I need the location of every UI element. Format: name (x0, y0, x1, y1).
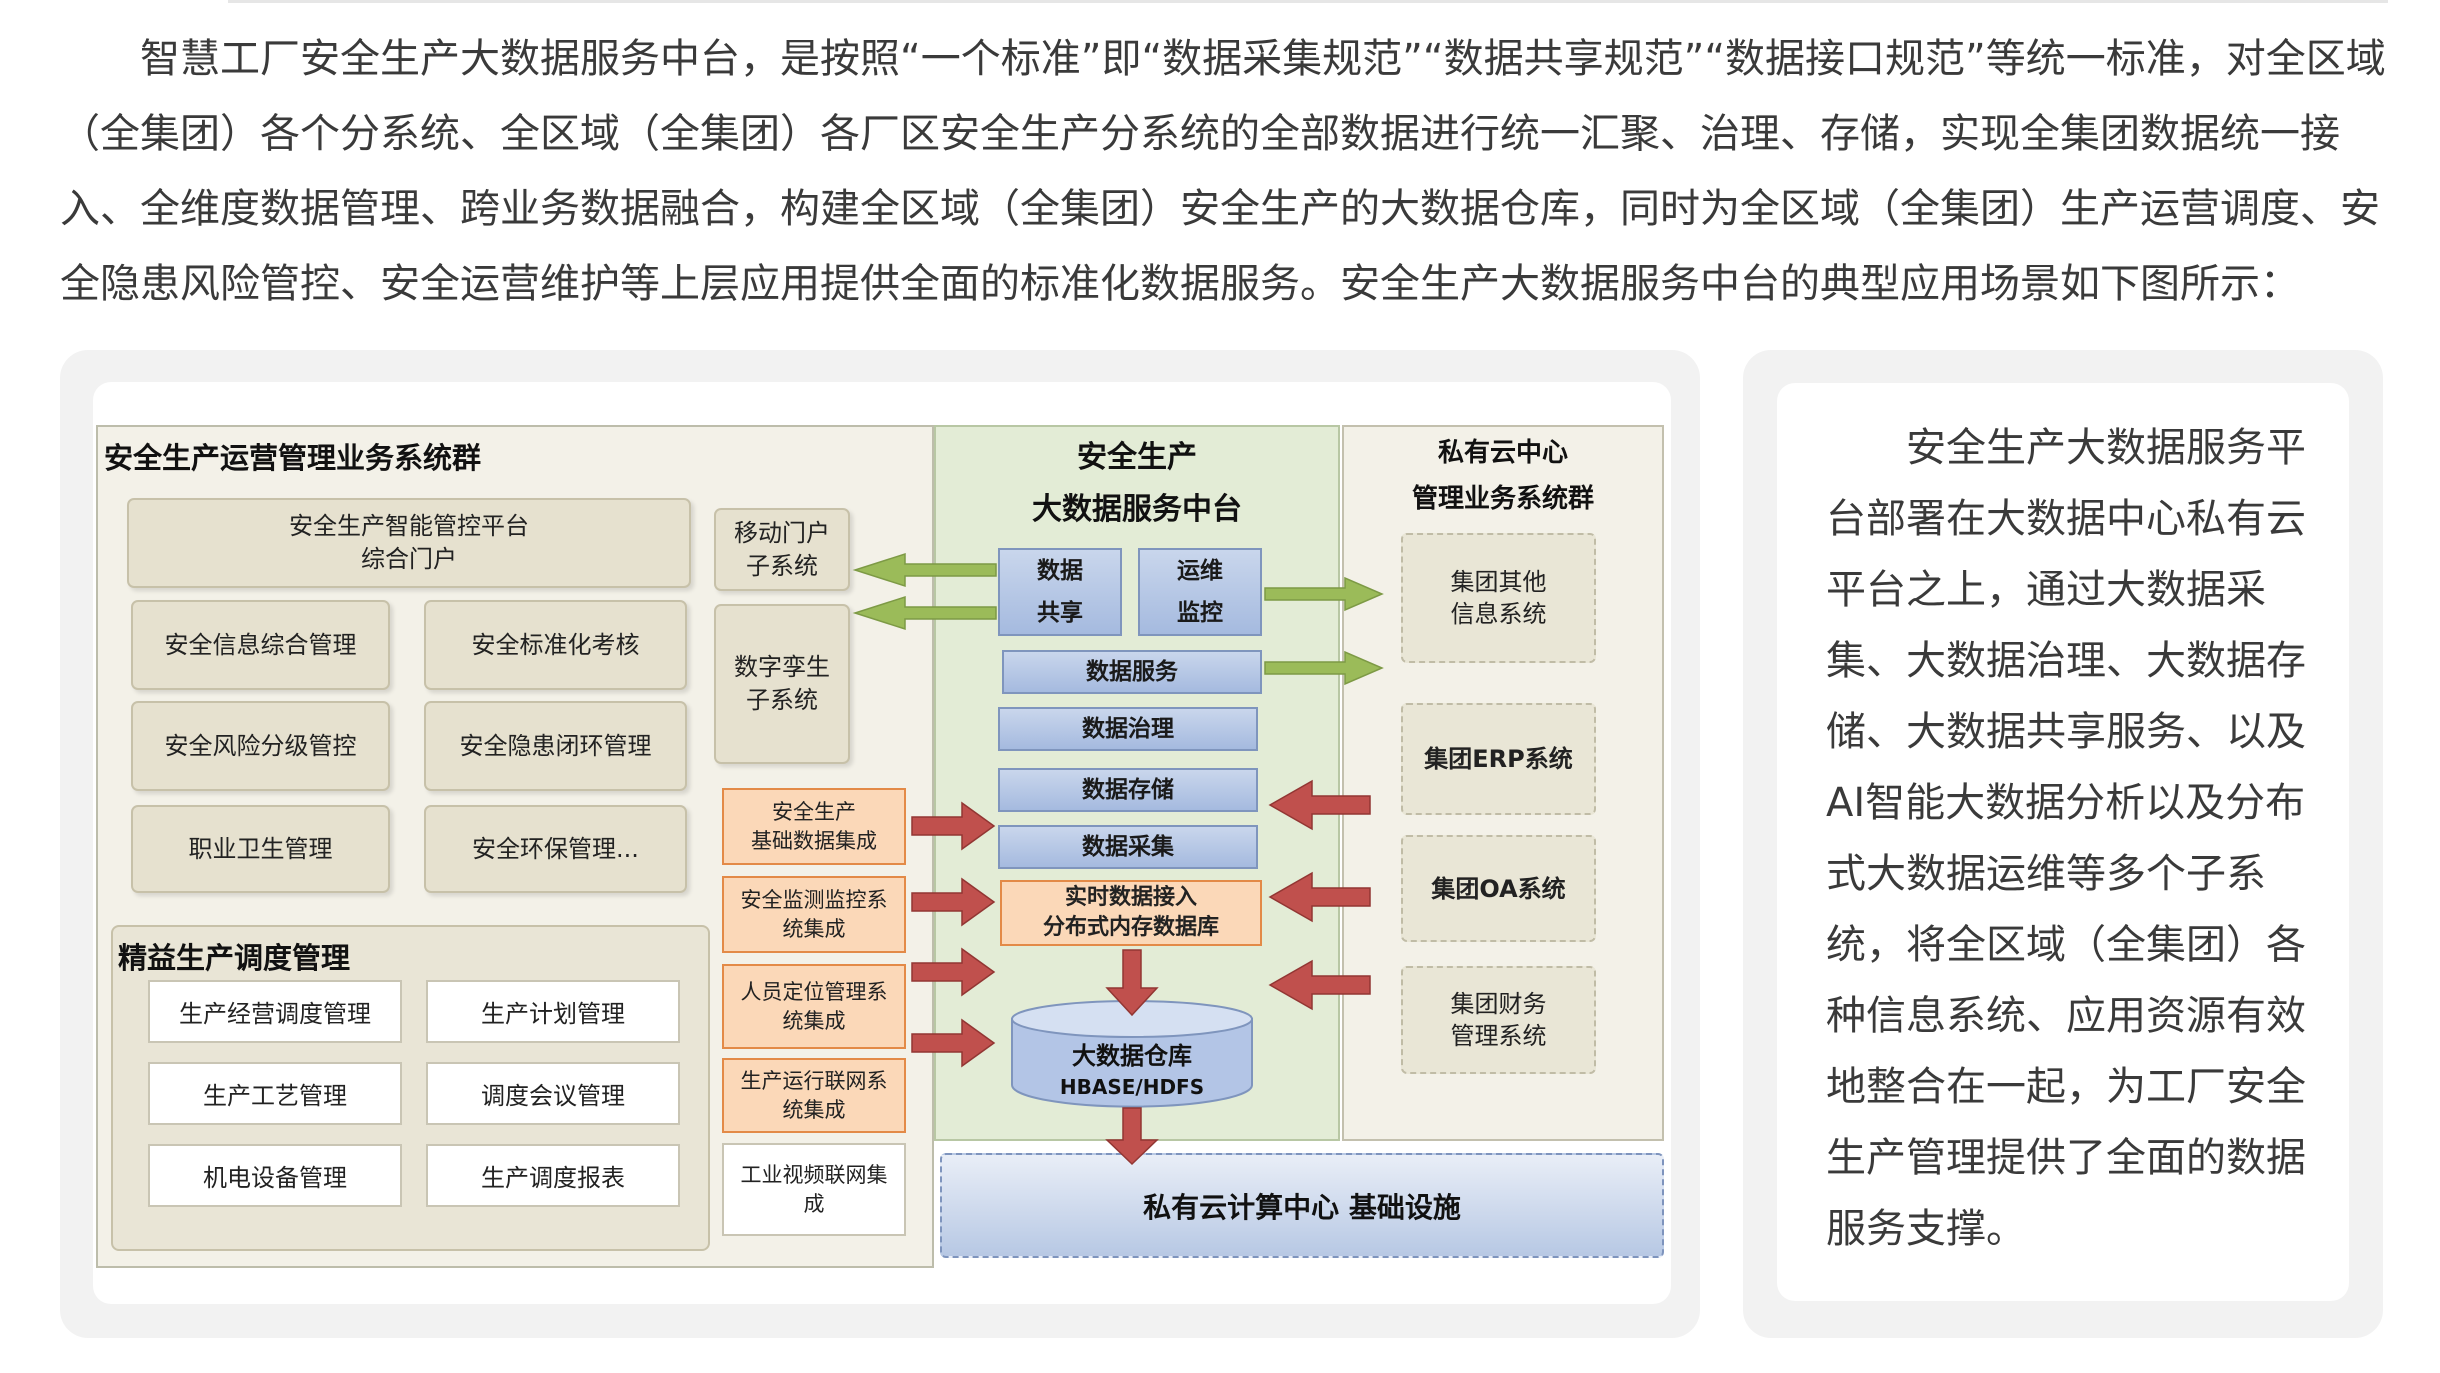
lean-item: 调度会议管理 (426, 1062, 680, 1125)
cloud-infrastructure-box: 私有云计算中心 基础设施 (940, 1153, 1664, 1258)
lean-item: 生产调度报表 (426, 1144, 680, 1207)
cloud-system-item: 集团财务 管理系统 (1401, 966, 1596, 1074)
intro-text: 智慧工厂安全生产大数据服务中台，是按照“一个标准”即“数据采集规范”“数据共享规… (60, 36, 2386, 307)
side-paragraph: 安全生产大数据服务平台部署在大数据中心私有云平台之上，通过大数据采集、大数据治理… (1826, 413, 2316, 1265)
integration-item: 安全生产 基础数据集成 (722, 788, 906, 865)
data-storage-box: 数据存储 (998, 768, 1258, 812)
digital-twin-box: 数字孪生 子系统 (714, 604, 850, 764)
lean-production-title: 精益生产调度管理 (118, 941, 351, 975)
data-share-box: 数据 共享 (998, 548, 1122, 636)
data-service-box: 数据服务 (1002, 650, 1262, 694)
mgmt-item: 安全风险分级管控 (131, 701, 390, 791)
lean-item: 生产经营调度管理 (148, 980, 402, 1043)
portal-box: 安全生产智能管控平台 综合门户 (127, 498, 691, 588)
lean-item: 生产工艺管理 (148, 1062, 402, 1125)
private-cloud-title: 私有云中心 管理业务系统群 (1411, 438, 1594, 514)
data-governance-box: 数据治理 (998, 707, 1258, 751)
mgmt-item: 安全隐患闭环管理 (424, 701, 687, 791)
cloud-system-item: 集团ERP系统 (1401, 703, 1596, 815)
integration-item: 人员定位管理系 统集成 (722, 964, 906, 1049)
warehouse-subtitle: HBASE/HDFS (1059, 1075, 1205, 1099)
ops-monitor-box: 运维 监控 (1138, 548, 1262, 636)
data-collection-box: 数据采集 (998, 825, 1258, 869)
ops-business-title: 安全生产运营管理业务系统群 (104, 441, 482, 475)
warehouse-title: 大数据仓库 (1072, 1042, 1192, 1070)
lean-item: 生产计划管理 (426, 980, 680, 1043)
integration-item: 生产运行联网系 统集成 (722, 1058, 906, 1133)
mgmt-item: 职业卫生管理 (131, 805, 390, 893)
integration-item: 工业视频联网集 成 (722, 1143, 906, 1236)
side-card-inner (1777, 383, 2349, 1301)
integration-item: 安全监测监控系 统集成 (722, 876, 906, 953)
mgmt-item: 安全信息综合管理 (131, 600, 390, 690)
cloud-system-item: 集团OA系统 (1401, 835, 1596, 942)
side-text: 安全生产大数据服务平台部署在大数据中心私有云平台之上，通过大数据采集、大数据治理… (1826, 425, 2306, 1252)
data-middle-platform-title: 安全生产 大数据服务中台 (1032, 440, 1242, 527)
realtime-access-box: 实时数据接入 分布式内存数据库 (1000, 880, 1262, 946)
lean-item: 机电设备管理 (148, 1144, 402, 1207)
mgmt-item: 安全标准化考核 (424, 600, 687, 690)
mobile-portal-box: 移动门户 子系统 (714, 508, 850, 591)
intro-paragraph: 智慧工厂安全生产大数据服务中台，是按照“一个标准”即“数据采集规范”“数据共享规… (60, 22, 2390, 322)
cloud-system-item: 集团其他 信息系统 (1401, 533, 1596, 663)
top-divider (228, 0, 2388, 3)
mgmt-item: 安全环保管理... (424, 805, 687, 893)
